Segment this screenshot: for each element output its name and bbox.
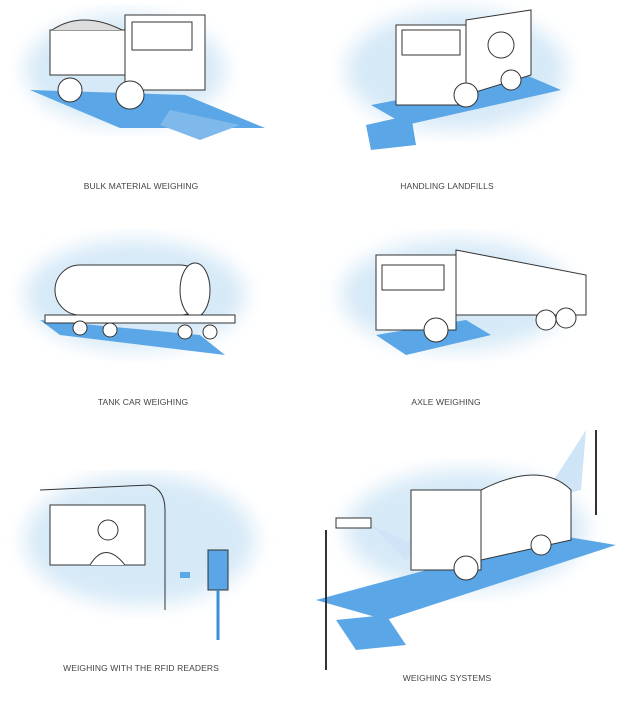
tile-weighing-systems: WEIGHING SYSTEMS <box>316 420 632 703</box>
caption: AXLE WEIGHING <box>411 397 481 407</box>
caption: BULK MATERIAL WEIGHING <box>83 181 199 191</box>
caption: WEIGHING SYSTEMS <box>402 673 492 683</box>
tile-handling-landfills: HANDLING LANDFILLS <box>316 0 632 200</box>
caption: WEIGHING WITH THE RFID READERS <box>63 663 219 673</box>
tile-bulk-material-weighing: BULK MATERIAL WEIGHING <box>0 0 300 200</box>
caption: TANK CAR WEIGHING <box>97 397 189 407</box>
weighbridge-cameras-illustration <box>316 430 616 670</box>
tile-axle-weighing: AXLE WEIGHING <box>316 220 632 420</box>
dump-truck-on-scale-illustration <box>25 14 265 140</box>
garbage-truck-on-scale-illustration <box>346 9 566 150</box>
caption: HANDLING LANDFILLS <box>400 181 494 191</box>
driver-rfid-reader-illustration <box>25 475 255 640</box>
lorry-on-axle-scale-illustration <box>341 240 587 355</box>
tile-rfid-readers: WEIGHING WITH THE RFID READERS <box>0 470 300 703</box>
rail-tank-car-on-scale-illustration <box>25 240 245 355</box>
tile-tank-car-weighing: TANK CAR WEIGHING <box>0 220 300 420</box>
